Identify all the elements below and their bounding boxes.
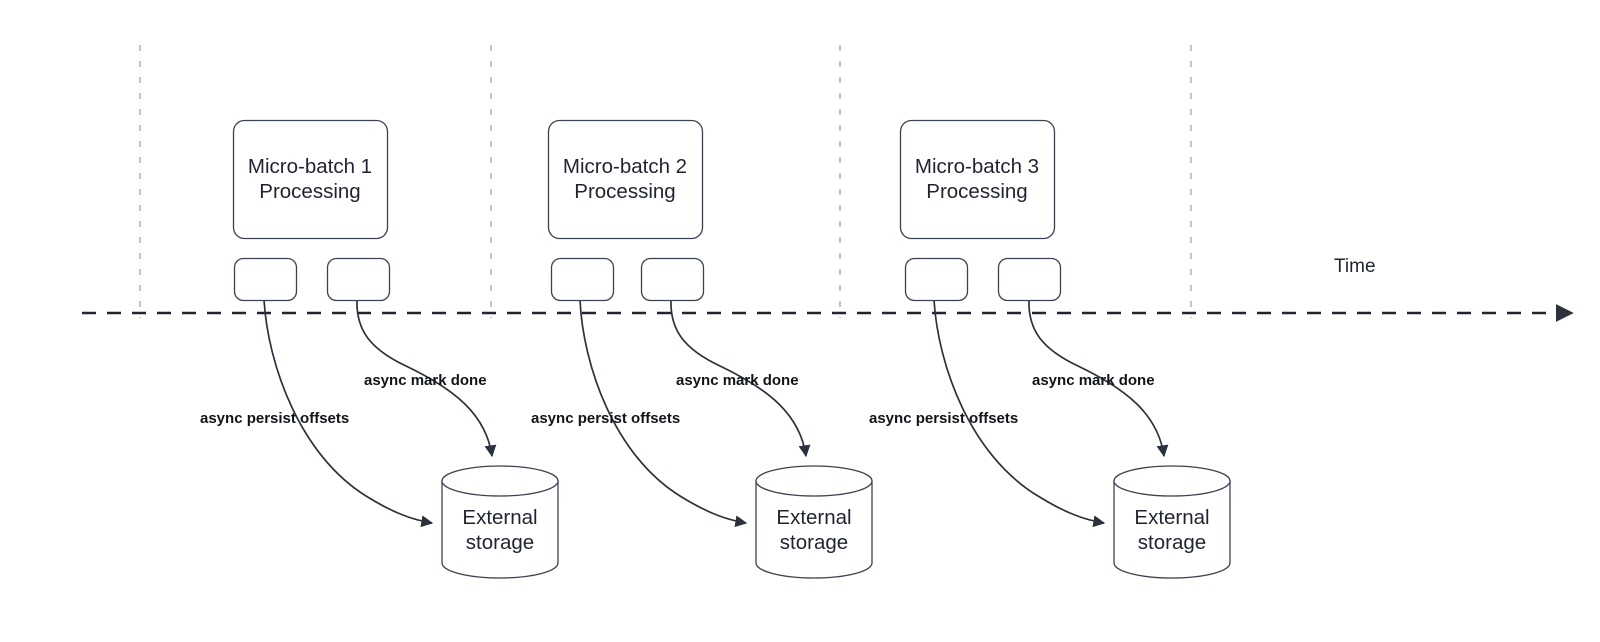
async-mark-done-edge-label: async mark done (1032, 372, 1155, 389)
external-storage-cylinder-body-2[interactable] (755, 480, 873, 579)
offset-commit-task-1[interactable] (233, 257, 298, 302)
async-mark-done-edge-1 (356, 299, 497, 458)
external-storage-label-1: External storage (462, 505, 538, 554)
external-storage-label-2: External storage (776, 505, 852, 554)
mark-done-task-1[interactable] (326, 257, 391, 302)
micro-batch-processing-box-3[interactable] (899, 119, 1056, 240)
async-mark-done-edge-label: async mark done (676, 372, 799, 389)
external-storage-cylinder-top-1[interactable] (441, 465, 559, 497)
external-storage-cylinder-body-3[interactable] (1113, 480, 1231, 579)
batch-boundary-lines (139, 45, 1192, 318)
async-persist-offsets-edge-label: async persist offsets (200, 410, 350, 427)
external-storage-label-3: External storage (1134, 505, 1210, 554)
async-persist-offsets-edge-label: async persist offsets (869, 410, 1019, 427)
external-storage-cylinder-top-3[interactable] (1113, 465, 1231, 497)
mark-done-task-3[interactable] (997, 257, 1062, 302)
async-mark-done-edge-2 (670, 299, 811, 458)
external-storage-cylinder-body-1[interactable] (441, 480, 559, 579)
async-persist-offsets-edge-2 (579, 299, 748, 528)
micro-batch-processing-label-1: Micro-batch 1 Processing (247, 155, 373, 203)
async-mark-done-edge-3 (1028, 299, 1169, 458)
async-persist-offsets-edge-3 (933, 299, 1106, 528)
external-storage-cylinder-top-2[interactable] (755, 465, 873, 497)
flow-edges (263, 299, 1169, 528)
micro-batch-processing-box-1[interactable] (232, 119, 389, 240)
micro-batch-processing-label-2: Micro-batch 2 Processing (562, 155, 688, 203)
micro-batch-processing-label-3: Micro-batch 3 Processing (914, 155, 1040, 203)
micro-batch-processing-box-2[interactable] (547, 119, 704, 240)
async-persist-offsets-edge-1 (263, 299, 434, 528)
diagram-nodes (232, 119, 1231, 579)
mark-done-task-2[interactable] (640, 257, 705, 302)
async-mark-done-edge-label: async mark done (364, 372, 487, 389)
time-axis-label: Time (1334, 256, 1376, 277)
offset-commit-task-2[interactable] (550, 257, 615, 302)
async-persist-offsets-edge-label: async persist offsets (531, 410, 681, 427)
offset-commit-task-3[interactable] (904, 257, 969, 302)
